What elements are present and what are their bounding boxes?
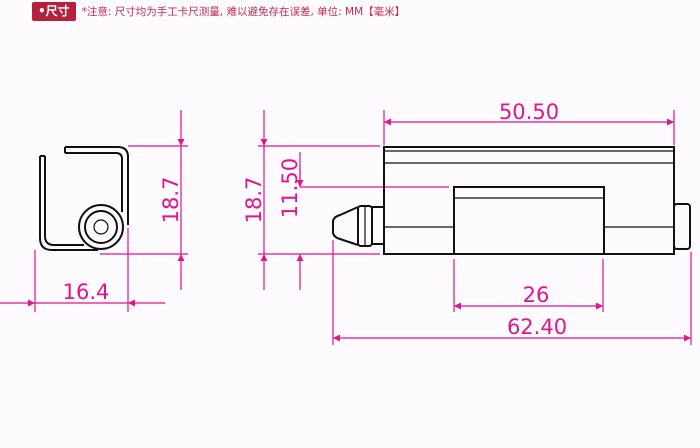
front-height-label: 18.7 (242, 177, 266, 224)
pin-end (673, 203, 691, 250)
leaf-length-label: 26 (523, 283, 550, 307)
front-height-dimensions: 18.7 11.50 (242, 110, 449, 290)
size-badge: •尺寸 (32, 2, 76, 21)
pin-hole (93, 219, 109, 235)
side-leaf-outer (39, 156, 98, 251)
side-width-label: 16.4 (63, 280, 110, 304)
pin-tip (332, 206, 359, 246)
side-height-label: 18.7 (159, 177, 183, 224)
pin-knurl (357, 205, 373, 247)
pin-neck (371, 206, 384, 245)
pin-height-label: 11.50 (278, 158, 302, 218)
header: •尺寸 *注意: 尺寸均为手工卡尺测量, 难以避免存在误差, 单位: MM【毫米… (32, 2, 405, 21)
knuckle-outer (78, 204, 124, 250)
measurement-note: *注意: 尺寸均为手工卡尺测量, 难以避免存在误差, 单位: MM【毫米】 (81, 6, 406, 18)
body-length-label: 50.50 (499, 100, 559, 124)
side-view: 18.7 16.4 (0, 110, 188, 312)
total-length-label: 62.40 (507, 315, 567, 339)
front-view: 50.50 26 62.40 (332, 100, 692, 345)
middle-leaf (453, 186, 605, 255)
